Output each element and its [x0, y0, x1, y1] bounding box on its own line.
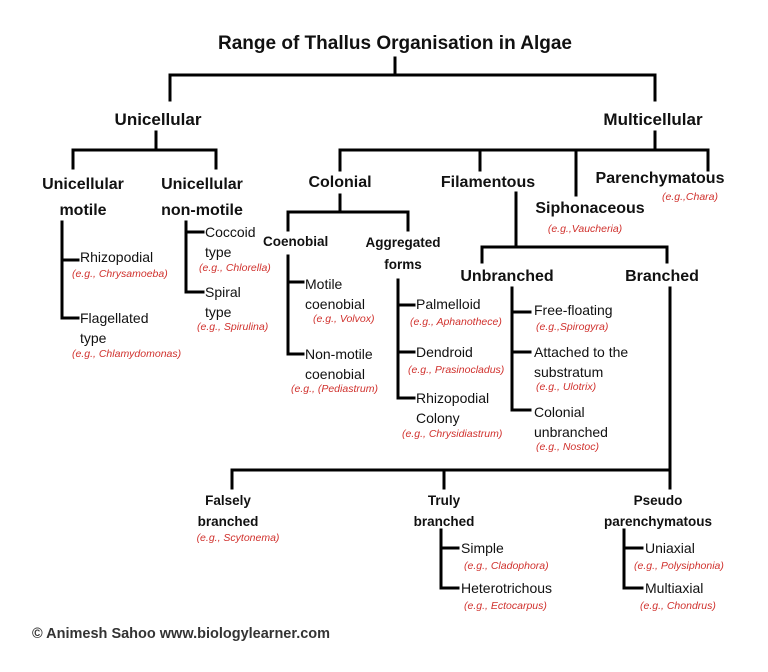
node-colonial: Colonial [308, 174, 372, 191]
connector-root [168, 56, 657, 102]
leaf-rhizopodial-colony-line1: Rhizopodial [416, 390, 490, 406]
node-truly-branched-line1: Truly [427, 493, 461, 508]
leaf-coccoid-line2: type [205, 244, 232, 260]
example-rhizopodial: (e.g., Chrysamoeba) [72, 268, 168, 280]
leaf-colonial-unbranched-line1: Colonial [534, 404, 585, 420]
node-parenchymatous: Parenchymatous [595, 170, 725, 187]
diagram-title: Range of Thallus Organisation in Algae [217, 33, 573, 54]
example-siphonaceous: (e.g.,Vaucheria) [547, 223, 623, 235]
example-uniaxial: (e.g., Polysiphonia) [634, 560, 724, 572]
node-unicellular-nonmotile-line1: Unicellular [161, 176, 243, 193]
example-rhizopodial-colony: (e.g., Chrysidiastrum) [402, 428, 503, 440]
node-falsely-branched-line1: Falsely [205, 493, 251, 508]
node-aggregated-forms: Aggregated forms [365, 232, 440, 276]
connector-unicellular [71, 130, 218, 170]
leaf-spiral: Spiral type [205, 282, 241, 322]
leaf-free-floating: Free-floating [534, 302, 613, 318]
connector-filamentous [480, 191, 669, 264]
leaf-coccoid-line1: Coccoid [205, 224, 256, 240]
node-coenobial: Coenobial [263, 234, 329, 249]
leaf-flagellated-line2: type [80, 330, 107, 346]
leaf-colonial-unbranched: Colonial unbranched [534, 402, 608, 442]
node-falsely-branched: Falsely branched [198, 490, 259, 532]
node-pseudo-parenchymatous-line1: Pseudo [633, 493, 683, 508]
leaf-simple: Simple [461, 540, 504, 556]
leaf-uniaxial: Uniaxial [645, 540, 695, 556]
leaf-colonial-unbranched-line2: unbranched [534, 424, 608, 440]
example-motile-coenobial: (e.g., Volvox) [313, 313, 375, 325]
example-falsely-branched: (e.g., Scytonema) [196, 532, 280, 544]
node-siphonaceous: Siphonaceous [535, 200, 645, 217]
node-pseudo-parenchymatous: Pseudo parenchymatous [604, 490, 712, 532]
leaf-nonmotile-coenobial-line1: Non-motile [305, 346, 373, 362]
node-filamentous: Filamentous [440, 174, 536, 191]
node-unicellular-motile-line2: motile [59, 202, 107, 219]
leaf-multiaxial: Multiaxial [645, 580, 704, 596]
example-free-floating: (e.g.,Spirogyra) [536, 321, 609, 333]
connector-pseudo-parenchymatous [622, 528, 644, 590]
leaf-flagellated-line1: Flagellated [80, 310, 149, 326]
node-branched: Branched [625, 268, 699, 285]
connector-unicellular-motile [60, 220, 80, 320]
example-dendroid: (e.g., Prasinocladus) [408, 364, 505, 376]
example-nonmotile-coenobial: (e.g., (Pediastrum) [291, 383, 378, 395]
node-unicellular-motile-line1: Unicellular [42, 176, 124, 193]
leaf-spiral-line1: Spiral [205, 284, 241, 300]
leaf-motile-coenobial: Motile coenobial [305, 274, 365, 314]
example-heterotrichous: (e.g., Ectocarpus) [464, 600, 547, 612]
node-truly-branched-line2: branched [413, 514, 475, 529]
connector-unbranched [510, 286, 532, 412]
node-aggregated-line2: forms [384, 257, 422, 272]
leaf-attached-line2: substratum [534, 364, 604, 380]
connector-coenobial [286, 254, 305, 356]
leaf-rhizopodial-colony-line2: Colony [416, 410, 460, 426]
example-attached: (e.g., Ulotrix) [536, 381, 597, 393]
leaf-coccoid: Coccoid type [205, 222, 256, 262]
node-pseudo-parenchymatous-line2: parenchymatous [603, 514, 713, 529]
example-flagellated: (e.g., Chlamydomonas) [72, 348, 182, 360]
node-falsely-branched-line2: branched [197, 514, 259, 529]
leaf-nonmotile-coenobial: Non-motile coenobial [305, 344, 373, 384]
leaf-rhizopodial-colony: Rhizopodial Colony [416, 388, 489, 428]
example-simple: (e.g., Cladophora) [464, 560, 549, 572]
node-unicellular-nonmotile-line2: non-motile [161, 202, 243, 219]
leaf-heterotrichous: Heterotrichous [461, 580, 553, 596]
footer-credit: © Animesh Sahoo www.biologylearner.com [32, 626, 331, 642]
example-parenchymatous: (e.g.,Chara) [661, 191, 719, 203]
example-colonial-unbranched: (e.g., Nostoc) [536, 441, 600, 453]
example-multiaxial: (e.g., Chondrus) [640, 600, 716, 612]
leaf-dendroid: Dendroid [416, 344, 473, 360]
connector-truly-branched [439, 528, 460, 590]
leaf-spiral-line2: type [205, 304, 232, 320]
node-truly-branched: Truly branched [414, 490, 475, 532]
leaf-attached: Attached to the substratum [534, 342, 628, 382]
node-unicellular-motile: Unicellular motile [42, 172, 124, 224]
leaf-rhizopodial: Rhizopodial [80, 249, 154, 265]
connector-colonial [286, 193, 410, 232]
node-unicellular-nonmotile: Unicellular non-motile [161, 172, 243, 224]
connector-unicellular-nonmotile [184, 220, 205, 294]
leaf-nonmotile-coenobial-line2: coenobial [305, 366, 365, 382]
node-aggregated-line1: Aggregated [365, 235, 441, 250]
node-multicellular: Multicellular [603, 110, 703, 129]
node-unbranched: Unbranched [460, 268, 554, 285]
leaf-motile-coenobial-line1: Motile [305, 276, 343, 292]
connector-aggregated [396, 278, 416, 400]
leaf-palmelloid: Palmelloid [416, 296, 481, 312]
example-coccoid: (e.g., Chlorella) [199, 262, 271, 274]
leaf-flagellated: Flagellated type [80, 308, 149, 348]
example-spiral: (e.g., Spirulina) [197, 321, 269, 333]
connector-multicellular [338, 130, 710, 197]
connector-branched [230, 286, 672, 490]
node-unicellular: Unicellular [114, 110, 202, 129]
leaf-attached-line1: Attached to the [534, 344, 629, 360]
leaf-motile-coenobial-line2: coenobial [305, 296, 365, 312]
example-palmelloid: (e.g., Aphanothece) [410, 316, 502, 328]
